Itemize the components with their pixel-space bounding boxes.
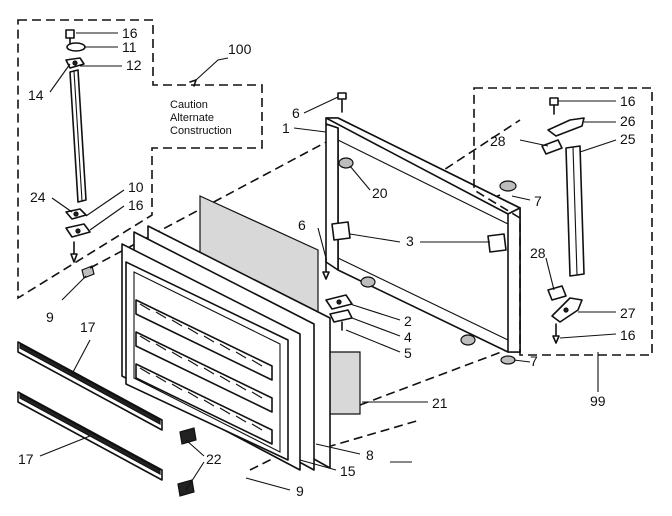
leader-lines xyxy=(39,32,617,491)
callout-100: 100 xyxy=(228,41,252,57)
caution-note-line-1: Caution xyxy=(170,99,208,111)
callout-16-right-top: 16 xyxy=(620,93,636,109)
callout-16-right-bottom: 16 xyxy=(620,327,636,343)
door-frame xyxy=(325,92,521,353)
callout-4: 4 xyxy=(404,329,412,345)
callout-11: 11 xyxy=(122,39,137,55)
callout-21: 21 xyxy=(432,395,448,411)
callout-20: 20 xyxy=(372,185,388,201)
callout-6-top: 6 xyxy=(292,105,300,121)
callout-7-top: 7 xyxy=(534,193,542,209)
callout-7-bottom: 7 xyxy=(530,353,538,369)
right-hinge-assembly xyxy=(500,97,585,365)
callout-17-lower: 17 xyxy=(18,451,34,467)
callout-22: 22 xyxy=(206,451,222,467)
callout-9-bottom: 9 xyxy=(296,483,304,499)
callout-14: 14 xyxy=(28,87,44,103)
caution-note-line-2: Alternate xyxy=(170,112,214,124)
callout-8: 8 xyxy=(366,447,374,463)
callout-25: 25 xyxy=(620,131,636,147)
callout-2: 2 xyxy=(404,313,412,329)
callout-1: 1 xyxy=(282,120,290,136)
callout-24: 24 xyxy=(30,189,46,205)
callout-16-lower: 16 xyxy=(128,197,144,213)
group-100-boundary xyxy=(17,19,263,300)
callout-99: 99 xyxy=(590,393,606,409)
callout-26: 26 xyxy=(620,113,636,129)
callout-15: 15 xyxy=(340,463,356,479)
door-liner-assembly xyxy=(121,195,361,471)
callout-3: 3 xyxy=(406,233,414,249)
callout-27: 27 xyxy=(620,305,636,321)
callout-12: 12 xyxy=(126,57,142,73)
callout-28-lower: 28 xyxy=(530,245,546,261)
arrow-100 xyxy=(189,79,197,87)
group-99-boundary xyxy=(473,87,653,356)
callout-6-mid: 6 xyxy=(298,217,306,233)
center-hardware xyxy=(322,257,353,331)
callout-9-left: 9 xyxy=(46,309,54,325)
door-shelves xyxy=(135,299,273,445)
callout-10: 10 xyxy=(128,179,144,195)
lower-hinge-assembly xyxy=(65,208,95,279)
callout-17-upper: 17 xyxy=(80,319,96,335)
upper-hinge-assembly xyxy=(65,29,87,203)
callout-5: 5 xyxy=(404,345,412,361)
callout-16: 16 xyxy=(122,25,138,41)
callout-28-upper: 28 xyxy=(490,133,506,149)
caution-note-line-3: Construction xyxy=(170,125,232,137)
